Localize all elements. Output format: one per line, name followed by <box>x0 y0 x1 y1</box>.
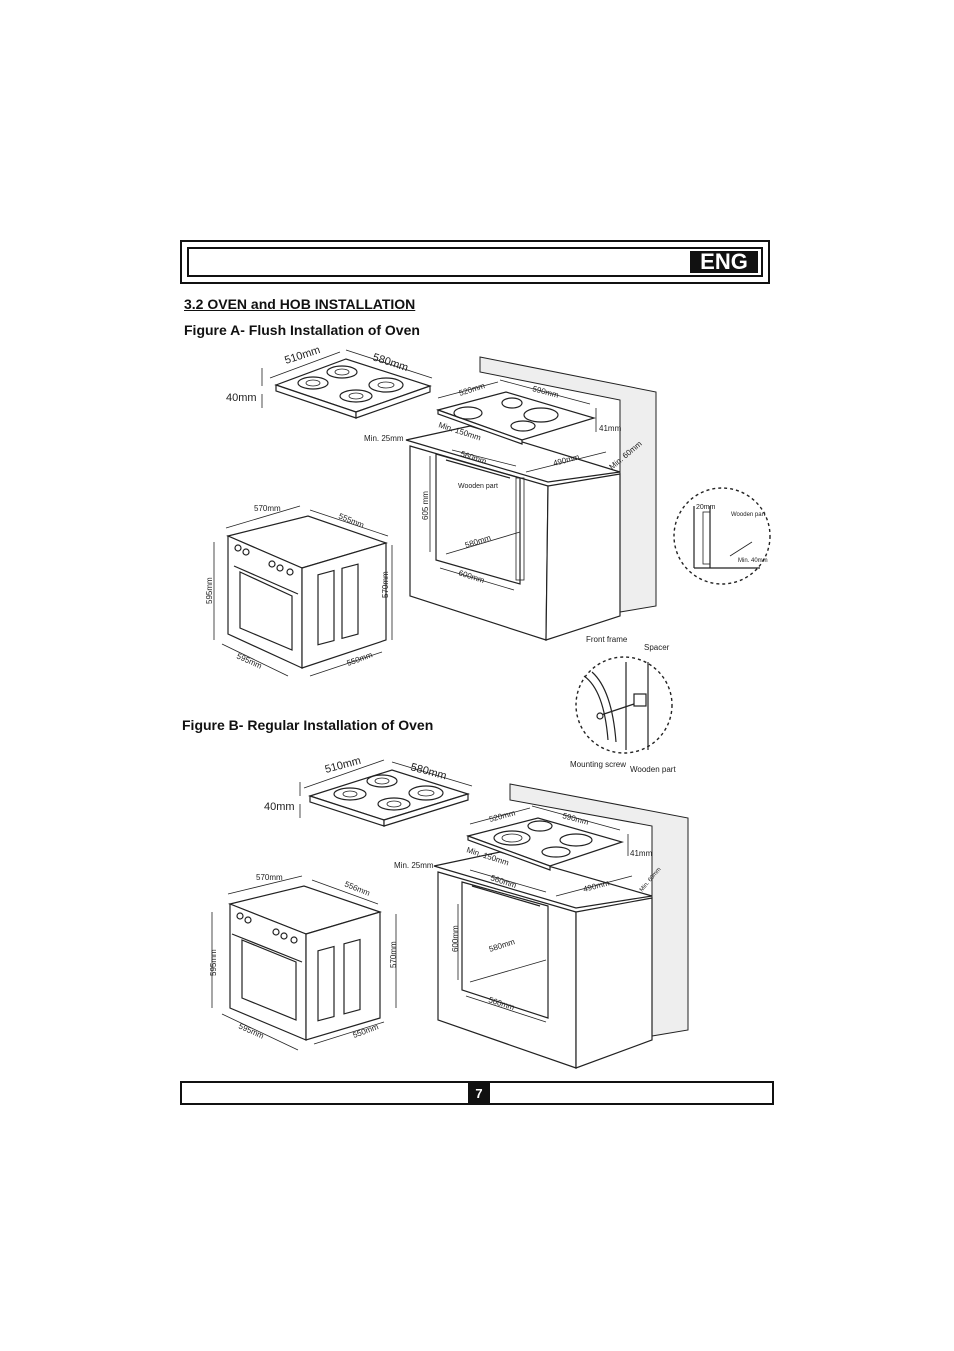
detail-front-frame: Front frame <box>586 635 628 644</box>
fig-b-cut-width: 520mm <box>488 808 516 824</box>
detail-min40: Min. 40mm <box>738 558 768 564</box>
fig-a-hob-width: 510mm <box>283 344 322 367</box>
fig-b-oven-front-width: 595mm <box>237 1022 265 1041</box>
fig-a-cut-width: 520mm <box>458 381 486 398</box>
detail-wooden-part: Wooden part <box>731 512 766 518</box>
header-frame: ENG <box>180 240 770 284</box>
figure-b-hob <box>299 759 473 827</box>
figure-a-detail-wall <box>673 487 771 585</box>
figure-a-hob <box>261 349 433 419</box>
figure-b-oven <box>211 875 397 1051</box>
footer-bar: 7 <box>180 1081 774 1105</box>
fig-a-h41: 41mm <box>599 424 622 433</box>
detail-spacer: Spacer <box>644 643 670 652</box>
fig-b-oven-top-width: 570mm <box>256 873 283 882</box>
detail-20mm: 20mm <box>696 504 716 511</box>
fig-b-h41: 41mm <box>630 849 653 858</box>
fig-a-h605: 605 mm <box>421 491 430 520</box>
figure-b-cabinet <box>433 783 689 1069</box>
fig-b-min-25: Min. 25mm <box>394 861 434 870</box>
figure-a-detail-spacer <box>575 656 673 754</box>
fig-a-oven-height: 595mm <box>205 577 214 604</box>
fig-a-min-25: Min. 25mm <box>364 434 404 443</box>
fig-b-oven-back-height: 570mm <box>389 941 398 968</box>
fig-a-oven-front-width: 595mm <box>235 652 263 671</box>
fig-b-hob-height: 40mm <box>264 801 295 813</box>
fig-b-oven-height: 595mm <box>209 949 218 976</box>
fig-b-hob-width: 510mm <box>324 755 363 776</box>
fig-a-wooden-part: Wooden part <box>458 483 498 490</box>
figure-b-title: Figure B- Regular Installation of Oven <box>182 717 434 733</box>
figure-a-oven <box>213 505 393 677</box>
header-bar: ENG <box>187 247 763 277</box>
fig-a-hob-height: 40mm <box>226 392 257 404</box>
fig-a-oven-back-depth: 550mm <box>346 650 374 668</box>
fig-b-h600: 600mm <box>451 925 460 952</box>
figure-a-title: Figure A- Flush Installation of Oven <box>184 322 420 338</box>
fig-a-oven-top-width: 570mm <box>254 504 281 513</box>
figure-a-cabinet <box>405 356 657 641</box>
fig-a-oven-back-height: 570mm <box>381 571 390 598</box>
detail2-wooden-part: Wooden part <box>630 765 676 774</box>
detail-mounting-screw: Mounting screw <box>570 760 626 769</box>
section-title: 3.2 OVEN and HOB INSTALLATION <box>184 296 416 312</box>
page-number: 7 <box>468 1081 490 1105</box>
fig-b-oven-top-depth: 556mm <box>343 880 371 898</box>
language-badge: ENG <box>690 249 758 274</box>
